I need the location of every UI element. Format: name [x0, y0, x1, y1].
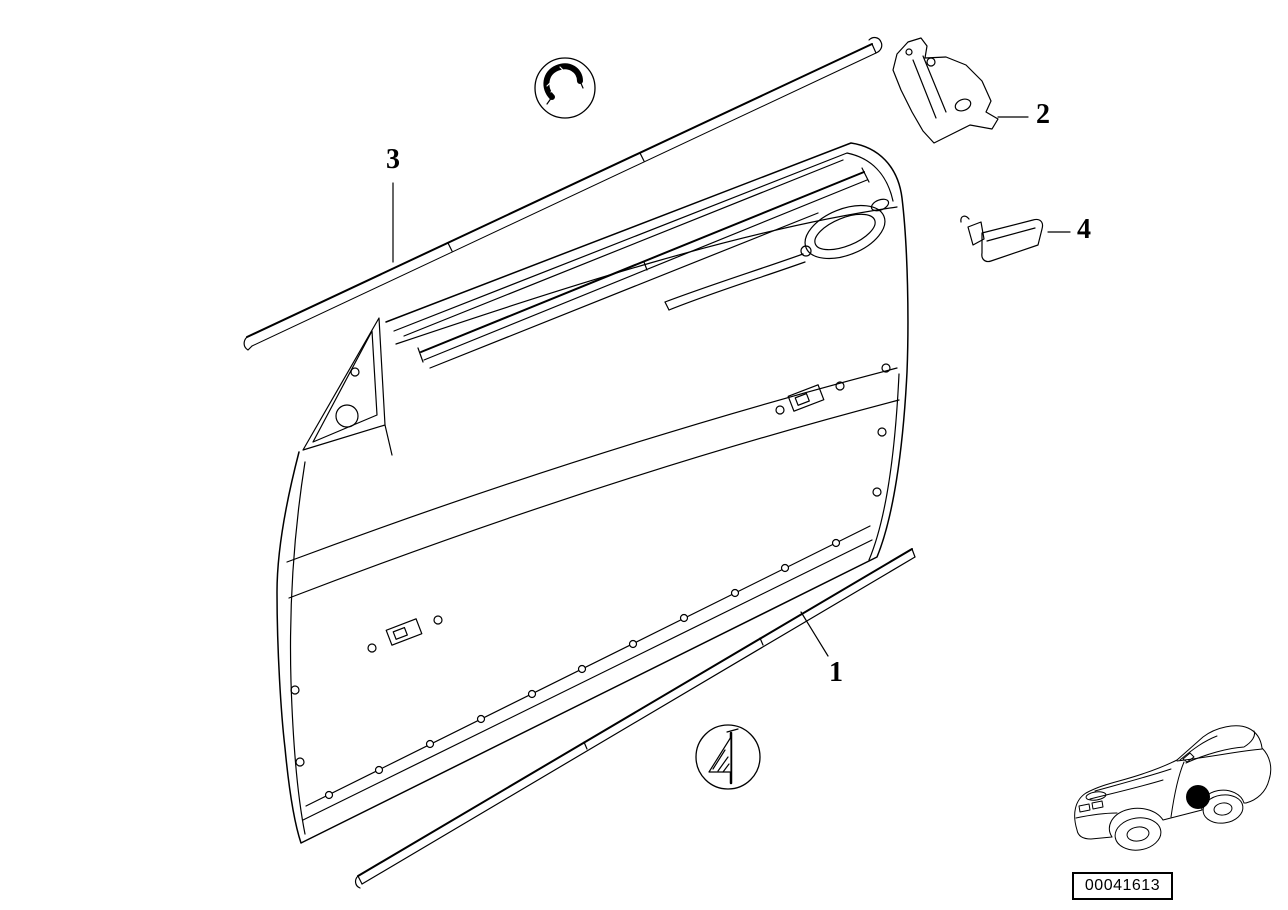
bolt-row [324, 538, 841, 800]
callout-label-3[interactable]: 3 [386, 144, 400, 175]
headlight [1085, 791, 1107, 801]
detail-inset-bottom-circle [695, 724, 761, 790]
part-4-trim-clip [960, 215, 1044, 263]
part-number-box: 00041613 [1072, 872, 1173, 900]
band-clip-left [385, 618, 423, 646]
callout-label-1[interactable]: 1 [829, 657, 843, 688]
door-location-marker [1186, 785, 1210, 809]
callout-leaders [392, 116, 1071, 657]
callout-1-leader-line [800, 611, 829, 657]
part-number-text: 00041613 [1084, 877, 1161, 894]
front-door-panel [276, 142, 909, 844]
side-mirror [1182, 752, 1195, 763]
detail-inset-top-circle [534, 57, 596, 119]
part-2-corner-bracket [892, 37, 999, 144]
rear-wheel [1202, 794, 1244, 824]
door-handle [664, 198, 890, 311]
part-3-window-molding [243, 36, 883, 351]
part-1-lower-molding [354, 548, 916, 889]
mirror-triangle [302, 317, 393, 456]
molding-profile-icon [543, 63, 583, 100]
front-wheel [1114, 817, 1162, 851]
callout-label-4[interactable]: 4 [1077, 214, 1091, 245]
car-position-thumbnail [1074, 725, 1272, 851]
band-clip-right [787, 384, 825, 412]
callout-label-2[interactable]: 2 [1036, 99, 1050, 130]
